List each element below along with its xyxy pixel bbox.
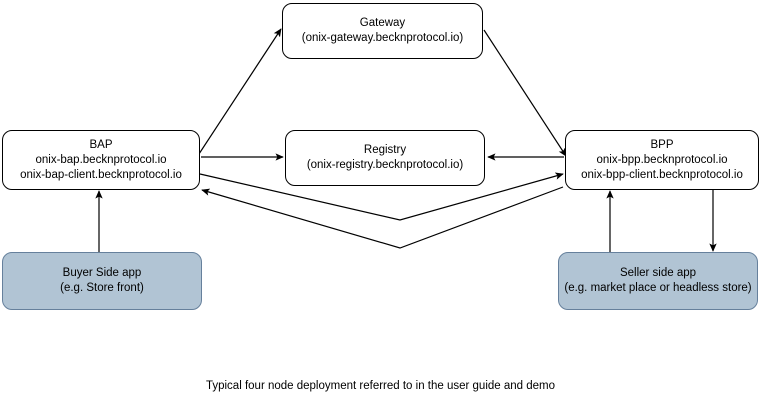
node-gateway[interactable]: Gateway (onix-gateway.becknprotocol.io) [282, 3, 483, 59]
node-gateway-title: Gateway [359, 17, 406, 29]
connector-bap-to-bpp [199, 172, 564, 221]
node-gateway-subtitle: (onix-gateway.becknprotocol.io) [301, 32, 464, 44]
connector-bap-to-gateway [196, 28, 282, 158]
node-buyer-side-app[interactable]: Buyer Side app (e.g. Store front) [2, 252, 202, 310]
node-buyer-side-app-title: Buyer Side app [62, 267, 142, 279]
node-bpp-host: onix-bpp.becknprotocol.io [596, 153, 728, 166]
node-bpp-title: BPP [650, 138, 674, 151]
node-seller-side-app[interactable]: Seller side app (e.g. market place or he… [558, 252, 758, 310]
node-bpp[interactable]: BPP onix-bpp.becknprotocol.io onix-bpp-c… [565, 130, 759, 190]
node-registry-subtitle: (onix-registry.becknprotocol.io) [306, 159, 464, 171]
node-seller-side-app-title: Seller side app [619, 267, 697, 279]
diagram-caption: Typical four node deployment referred to… [205, 380, 556, 392]
node-registry[interactable]: Registry (onix-registry.becknprotocol.io… [285, 130, 485, 186]
node-bpp-client-host: onix-bpp-client.becknprotocol.io [581, 168, 743, 181]
connector-bpp-to-bap [201, 186, 564, 249]
node-bap-host: onix-bap.becknprotocol.io [35, 153, 167, 166]
node-bap[interactable]: BAP onix-bap.becknprotocol.io onix-bap-c… [2, 130, 200, 190]
connector-gateway-to-bpp [483, 29, 567, 157]
node-buyer-side-app-subtitle: (e.g. Store front) [60, 282, 144, 294]
node-bap-client-host: onix-bap-client.becknprotocol.io [20, 168, 182, 181]
node-registry-title: Registry [363, 144, 407, 156]
node-seller-side-app-subtitle: (e.g. market place or headless store) [564, 282, 752, 294]
node-bap-title: BAP [89, 138, 113, 151]
